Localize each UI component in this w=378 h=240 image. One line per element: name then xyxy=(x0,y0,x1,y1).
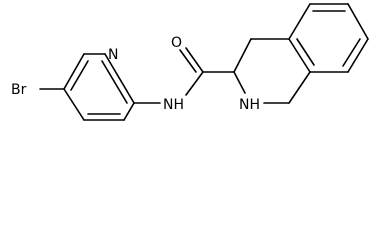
bond-c4a-c5 xyxy=(288,3,311,40)
molecule-structure: Br N NH O NH xyxy=(11,3,369,121)
ring-nh-label: NH xyxy=(239,97,260,113)
amide-linker xyxy=(133,47,235,104)
tetrahydro-ring xyxy=(233,38,311,104)
bond-carbonyl-o-double xyxy=(179,49,197,73)
bond-c6-c5 xyxy=(63,88,85,121)
bond-c5-c4-inner xyxy=(70,60,89,91)
bond-c5-c4 xyxy=(63,53,85,90)
bond-c6-c7 xyxy=(347,3,369,40)
bond-c3-c2-inner xyxy=(101,60,128,104)
bond-carbonyl-o xyxy=(185,47,204,73)
bond-c1-c8a xyxy=(288,71,311,104)
bond-c8a-c4a-inner xyxy=(296,38,315,66)
bond-c8a-c4a xyxy=(288,38,311,73)
pyridine-nitrogen-label: N xyxy=(108,47,118,63)
bromine-label: Br xyxy=(11,82,27,98)
benzene-ring xyxy=(288,3,369,73)
bond-c7-c8-inner xyxy=(342,38,361,67)
amide-nh-label: NH xyxy=(163,97,184,113)
bond-c7-c8 xyxy=(347,38,369,73)
bond-nh-carbonyl xyxy=(185,71,204,96)
bond-c3-c4 xyxy=(233,38,252,73)
bond-c3-n2 xyxy=(233,71,246,94)
bond-c2-c1 xyxy=(123,102,135,121)
bond-c3-c2 xyxy=(104,53,135,104)
bromopyridine-ring xyxy=(39,53,135,121)
carbonyl-oxygen-label: O xyxy=(171,35,182,51)
